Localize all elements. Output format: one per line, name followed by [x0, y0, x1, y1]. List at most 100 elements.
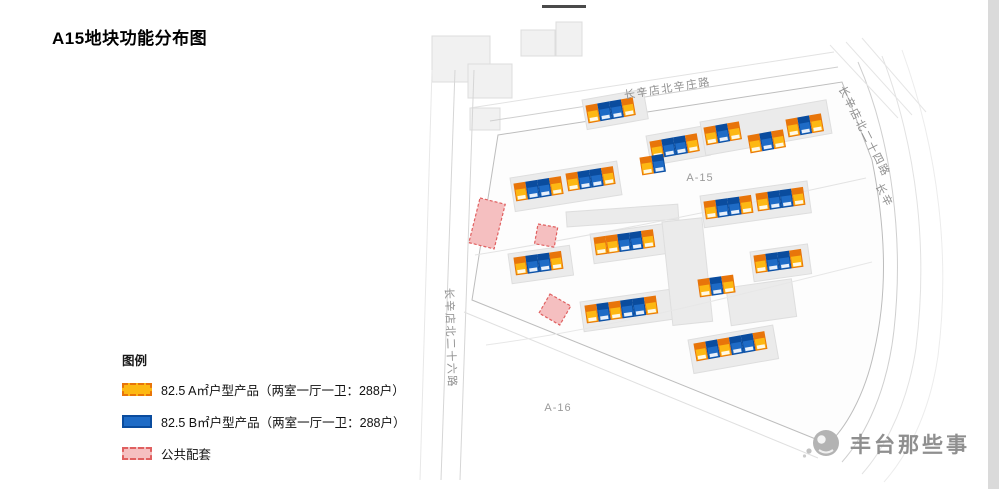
road-label: 长辛店北辛庄路 — [623, 74, 712, 102]
building-label-strip — [689, 146, 698, 152]
right-edge-strip — [988, 0, 999, 489]
area-label: A-15 — [686, 172, 713, 184]
building-label-strip — [601, 114, 610, 120]
building-roof — [754, 254, 766, 262]
building-label-strip — [707, 213, 716, 218]
building-label-strip — [600, 315, 609, 320]
building-label-strip — [771, 203, 780, 208]
building-cluster — [513, 176, 564, 202]
building-label-strip — [552, 189, 562, 194]
building-cluster — [649, 133, 700, 160]
building-roof — [759, 132, 772, 140]
building-roof — [589, 168, 602, 177]
building-roof — [537, 253, 550, 261]
building-roof — [704, 200, 716, 208]
building-roof — [741, 333, 754, 342]
building-roof — [577, 170, 590, 179]
public-facility-block — [538, 293, 572, 326]
page-title: A15地块功能分布图 — [52, 29, 208, 48]
building-label-strip — [655, 166, 664, 172]
building-cluster — [565, 166, 616, 192]
building-roof — [605, 234, 618, 243]
public-facility-block — [468, 197, 506, 250]
building-roof — [525, 254, 538, 263]
watermark: 丰台那些事 — [800, 424, 970, 464]
building-label-strip — [763, 144, 772, 150]
watermark-text: 丰台那些事 — [850, 434, 970, 457]
building-label-strip — [759, 205, 768, 210]
building-label-strip — [782, 201, 792, 207]
building-roof — [514, 182, 526, 190]
building-roof — [632, 297, 645, 306]
legend-label-type-a: 82.5 A㎡户型产品（两室一厅一卫：288户） — [161, 384, 405, 398]
building-roof — [705, 340, 718, 348]
building-label-strip — [611, 313, 621, 319]
building-label-strip — [665, 150, 674, 156]
building-roof — [673, 135, 686, 144]
building-roof — [644, 296, 657, 304]
building-roof — [596, 302, 609, 311]
building-label-strip — [647, 308, 657, 314]
building-cluster — [513, 250, 564, 276]
building-cluster — [703, 194, 754, 220]
area-label: A-16 — [544, 402, 571, 414]
building-label-strip — [719, 136, 728, 142]
area-labels: A-15A-16 — [544, 172, 713, 414]
building-roof — [661, 138, 674, 146]
legend-label-public: 公共配套 — [161, 448, 212, 462]
building-label-strip — [635, 310, 645, 315]
building-label-strip — [813, 126, 822, 132]
building-label-strip — [623, 312, 633, 317]
building-cluster — [693, 331, 768, 362]
building-roof — [721, 275, 734, 283]
building-label-strip — [707, 138, 717, 144]
building-label-strip — [541, 191, 550, 196]
building-label-strip — [643, 168, 652, 174]
building-roof — [729, 335, 742, 344]
building-label-strip — [792, 262, 802, 267]
building-label-strip — [769, 265, 778, 270]
building-label-strip — [604, 179, 614, 184]
building-roof — [594, 236, 606, 244]
building-roof — [715, 198, 728, 207]
building-roof — [549, 176, 562, 185]
building-roof — [739, 195, 752, 203]
building-roof — [777, 251, 790, 259]
building-label-strip — [632, 244, 642, 249]
building-label-strip — [721, 350, 730, 356]
building-roof — [791, 187, 804, 195]
building-label-strip — [701, 291, 710, 296]
building-label-strip — [677, 148, 686, 154]
building-cluster — [584, 295, 659, 324]
legend-item-type-b: 82.5 B㎡户型产品（两室一厅一卫：288户） — [122, 412, 406, 431]
building-roof — [651, 154, 664, 163]
building-roof — [617, 233, 630, 241]
legend: 图例 82.5 A㎡户型产品（两室一厅一卫：288户） 82.5 B㎡户型产品（… — [122, 350, 406, 476]
building-roof — [601, 166, 614, 175]
building-roof — [717, 337, 730, 346]
public-facility-block — [533, 223, 559, 248]
building-label-strip — [581, 182, 590, 188]
building-roof — [765, 252, 778, 261]
building-label-strip — [644, 242, 654, 247]
building-label-strip — [620, 245, 630, 251]
building-label-strip — [529, 267, 538, 272]
building-roof — [685, 133, 698, 142]
building-label-strip — [589, 116, 599, 122]
building-roof — [767, 190, 780, 199]
building-cluster — [697, 274, 736, 298]
building-label-strip — [780, 263, 790, 269]
building-cluster — [755, 186, 806, 212]
building-roof — [525, 180, 538, 189]
building-cluster — [747, 129, 786, 154]
building-label-strip — [517, 194, 526, 200]
building-label-strip — [588, 317, 597, 322]
building-clusters — [513, 97, 824, 362]
building-label-strip — [597, 249, 606, 254]
building-cluster — [753, 248, 804, 274]
building-roof — [698, 278, 710, 286]
legend-swatch-public — [122, 447, 152, 460]
building-roof — [537, 178, 550, 187]
building-label-strip — [730, 209, 740, 215]
building-roof — [709, 276, 722, 285]
